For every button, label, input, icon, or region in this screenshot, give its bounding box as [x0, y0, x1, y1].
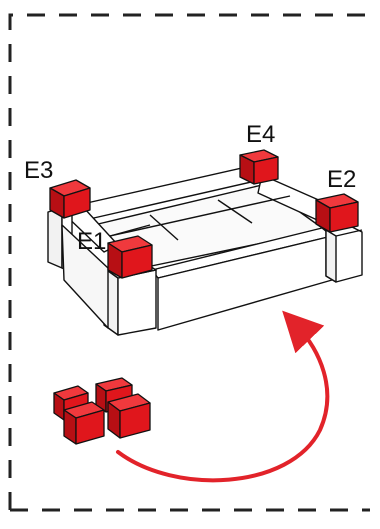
- dashed-frame: [8, 13, 370, 512]
- loose-block: [107, 393, 151, 439]
- loose-blocks: [53, 377, 151, 445]
- label-e4: E4: [246, 121, 275, 148]
- divider-long: [109, 195, 291, 237]
- block-e2: [315, 193, 359, 233]
- block-e4: [239, 149, 279, 185]
- left-side-panel: [61, 224, 109, 329]
- divider-b: [217, 199, 253, 224]
- divider-c: [109, 224, 151, 237]
- block-e3: [49, 179, 91, 219]
- tray-frame: [47, 164, 363, 336]
- divider-a: [149, 214, 179, 241]
- post-right: [325, 225, 363, 283]
- placement-arrow: [116, 310, 330, 483]
- block-e1: [107, 235, 153, 279]
- label-e3: E3: [24, 157, 53, 184]
- label-e2: E2: [327, 166, 356, 193]
- label-e1: E1: [77, 228, 106, 255]
- loose-block: [63, 401, 105, 445]
